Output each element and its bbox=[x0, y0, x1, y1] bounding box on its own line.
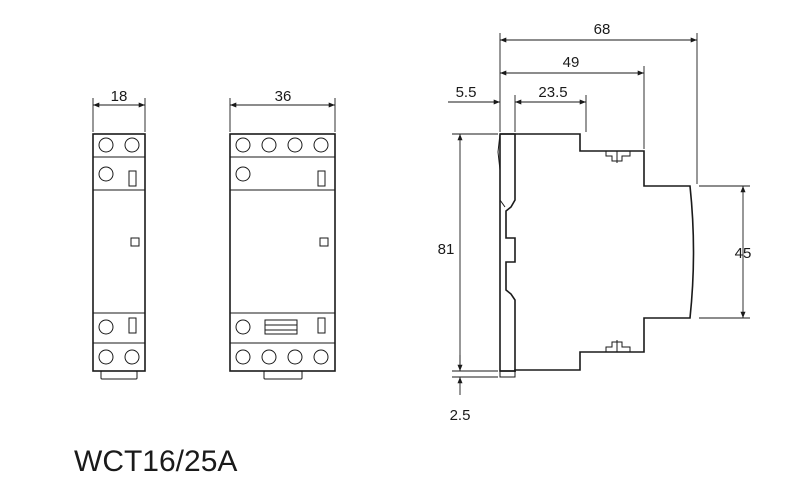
dim-depth-23-5: 23.5 bbox=[538, 84, 567, 101]
indicator-window bbox=[319, 237, 329, 247]
dim-height-45: 45 bbox=[735, 245, 752, 262]
terminal-screw-icon bbox=[287, 349, 303, 365]
dim-clip-2-5: 2.5 bbox=[450, 407, 471, 424]
terminal-screw-icon bbox=[98, 166, 114, 182]
terminal-screw-icon bbox=[98, 137, 114, 153]
terminal-screw-icon bbox=[313, 137, 329, 153]
din-clip bbox=[499, 370, 516, 378]
front-view-36mm: 36 bbox=[229, 88, 336, 380]
terminal-screw-icon bbox=[313, 349, 329, 365]
dim-width-18: 18 bbox=[111, 88, 128, 105]
front-view-18mm: 18 bbox=[92, 88, 146, 380]
indicator-window bbox=[130, 237, 140, 247]
terminal-screw-icon bbox=[235, 166, 251, 182]
dim-offset-5-5: 5.5 bbox=[456, 84, 477, 101]
terminal-screw-icon bbox=[287, 137, 303, 153]
dim-depth-49: 49 bbox=[563, 54, 580, 71]
terminal-screw-icon bbox=[261, 349, 277, 365]
terminal-screw-icon bbox=[124, 349, 140, 365]
dim-width-36: 36 bbox=[275, 88, 292, 105]
terminal-screw-icon bbox=[235, 137, 251, 153]
terminal-screw-icon bbox=[235, 319, 251, 335]
terminal-screw-icon bbox=[124, 137, 140, 153]
dim-height-81: 81 bbox=[438, 241, 455, 258]
terminal-screw-icon bbox=[261, 137, 277, 153]
terminal-screw-icon bbox=[98, 349, 114, 365]
din-clip bbox=[263, 370, 303, 380]
dim-depth-68: 68 bbox=[594, 21, 611, 38]
side-view: 68 49 23.5 5.5 81 2.5 45 bbox=[438, 21, 752, 424]
nameplate bbox=[264, 319, 298, 335]
terminal-screw-icon bbox=[98, 319, 114, 335]
model-label: WCT16/25A bbox=[74, 445, 237, 478]
din-clip bbox=[100, 370, 138, 380]
terminal-screw-icon bbox=[235, 349, 251, 365]
